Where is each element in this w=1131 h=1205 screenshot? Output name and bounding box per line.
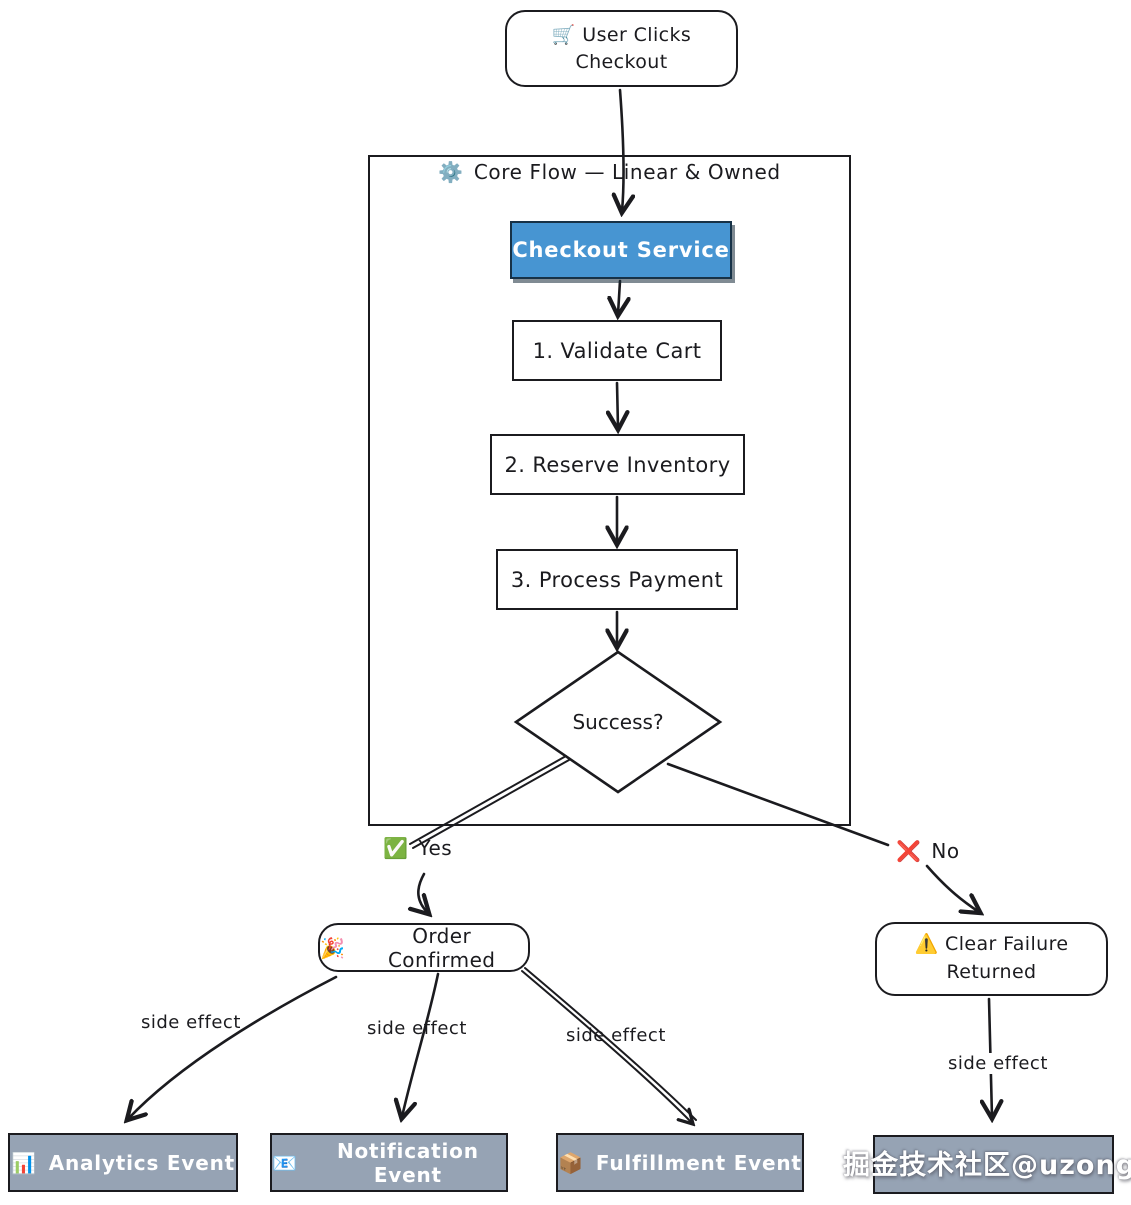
watermark: 掘金技术社区@uzong bbox=[843, 1150, 1131, 1181]
gear-icon: ⚙️ bbox=[438, 160, 464, 184]
step-process-payment: 3. Process Payment bbox=[496, 549, 738, 610]
side-effect-label-4: side effect bbox=[944, 1053, 1052, 1074]
checkout-service-label: Checkout Service bbox=[512, 238, 730, 262]
shopping-cart-icon: 🛒 bbox=[551, 23, 576, 46]
email-icon: 📧 bbox=[272, 1150, 298, 1175]
decision-success-label: Success? bbox=[572, 710, 664, 734]
step-process-payment-label: 3. Process Payment bbox=[510, 567, 724, 592]
yes-text: Yes bbox=[418, 836, 453, 860]
order-confirmed-label: Order Confirmed bbox=[387, 923, 496, 972]
no-branch-label: ❌ No bbox=[896, 839, 960, 863]
side-effect-label-2: side effect bbox=[367, 1018, 467, 1039]
warning-icon: ⚠️ bbox=[914, 933, 939, 956]
check-mark-icon: ✅ bbox=[383, 836, 409, 860]
yes-branch-label: ✅ Yes bbox=[383, 836, 452, 860]
core-flow-title: ⚙️ Core Flow — Linear & Owned bbox=[368, 160, 851, 184]
analytics-event-label: Analytics Event bbox=[48, 1150, 235, 1175]
failure-node-label: ⚠️ Clear Failure Returned bbox=[914, 933, 1069, 983]
step-reserve-inventory: 2. Reserve Inventory bbox=[490, 434, 745, 495]
checkout-service-node: Checkout Service bbox=[510, 221, 732, 279]
party-popper-icon: 🎉 bbox=[320, 935, 346, 960]
side-effect-label-1: side effect bbox=[141, 1012, 241, 1033]
notification-event-label: Notification Event bbox=[336, 1138, 479, 1187]
notification-event-node: 📧 Notification Event bbox=[270, 1133, 508, 1192]
failure-node: ⚠️ Clear Failure Returned bbox=[875, 922, 1108, 996]
core-flow-title-text: Core Flow — Linear & Owned bbox=[473, 160, 781, 184]
side-effect-label-3: side effect bbox=[566, 1025, 666, 1046]
step-validate-cart: 1. Validate Cart bbox=[512, 320, 722, 381]
bar-chart-icon: 📊 bbox=[10, 1150, 37, 1175]
fulfillment-event-node: 📦 Fulfillment Event bbox=[556, 1133, 804, 1192]
core-flow-container bbox=[368, 155, 851, 826]
hidden-event-node bbox=[873, 1135, 1114, 1194]
analytics-event-node: 📊 Analytics Event bbox=[8, 1133, 238, 1192]
step-validate-cart-label: 1. Validate Cart bbox=[532, 338, 702, 363]
start-node-label: 🛒 User Clicks Checkout bbox=[551, 23, 692, 73]
package-icon: 📦 bbox=[558, 1150, 584, 1175]
step-reserve-inventory-label: 2. Reserve Inventory bbox=[504, 452, 731, 477]
cross-mark-icon: ❌ bbox=[896, 839, 922, 863]
order-confirmed-node: 🎉 Order Confirmed bbox=[318, 923, 530, 972]
start-node: 🛒 User Clicks Checkout bbox=[505, 10, 738, 87]
fulfillment-event-label: Fulfillment Event bbox=[595, 1150, 802, 1175]
no-text: No bbox=[931, 839, 960, 863]
